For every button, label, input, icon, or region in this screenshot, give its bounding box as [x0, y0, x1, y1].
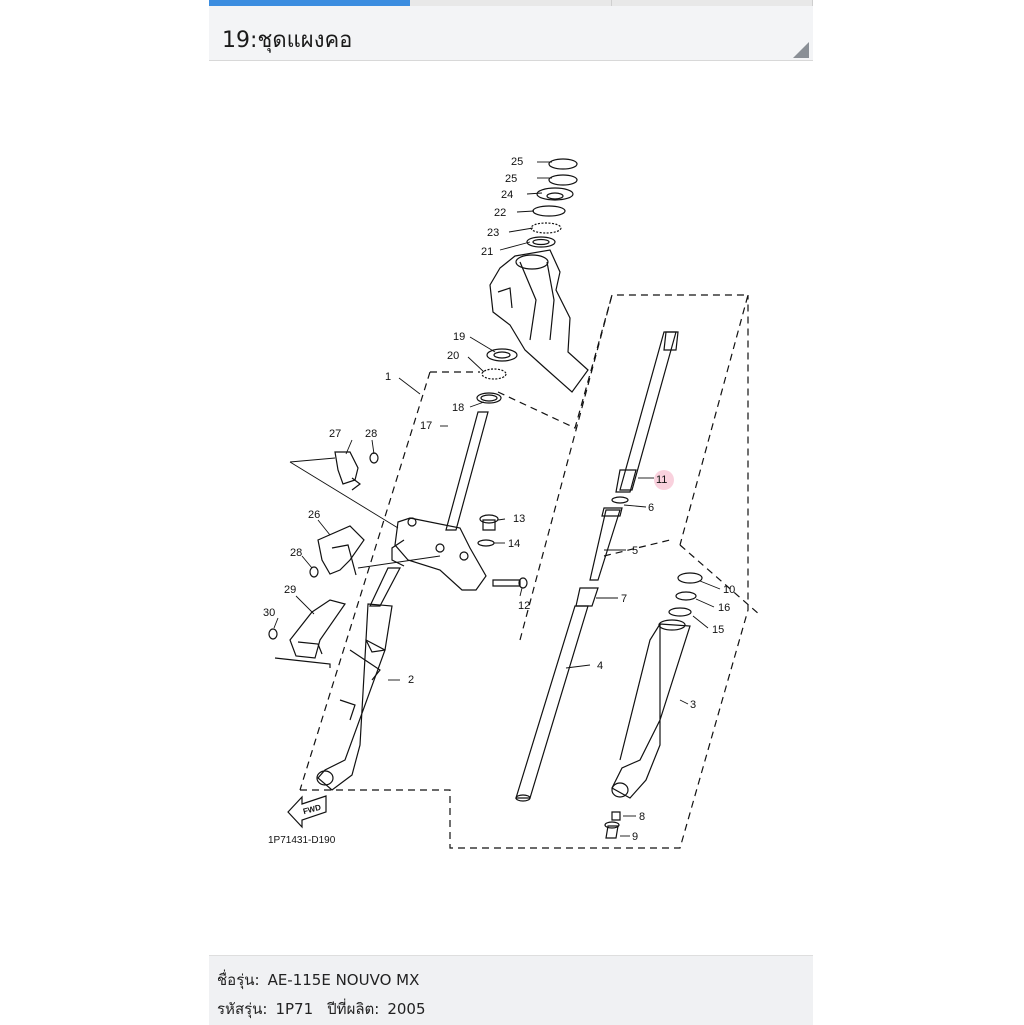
callout-labels: 1 2 3 4 5 6 7 8 9 10 11 12 13 14 15 16 1…	[263, 156, 735, 846]
highlight-marker	[654, 470, 674, 490]
fork-leg-left	[316, 567, 401, 791]
callout-11: 11	[656, 474, 667, 486]
callout-4: 4	[597, 660, 603, 672]
group-outline-upper	[299, 371, 431, 791]
callout-9: 9	[632, 831, 638, 843]
callout-26: 26	[308, 509, 320, 521]
tab-divider	[812, 0, 813, 6]
callout-23: 23	[487, 227, 499, 239]
tab-divider	[611, 0, 612, 6]
code-year-row: รหัสรุ่น: 1P71 ปีที่ผลิต: 2005	[217, 997, 426, 1021]
leader-lines	[273, 161, 721, 837]
callout-1: 1	[385, 371, 391, 383]
fork-internals	[515, 331, 679, 802]
callout-27: 27	[329, 428, 341, 440]
callout-15: 15	[712, 624, 724, 636]
tab-bar	[209, 0, 813, 6]
callout-2: 2	[408, 674, 414, 686]
callout-10: 10	[723, 584, 735, 596]
callout-30: 30	[263, 607, 275, 619]
callout-13: 13	[513, 513, 525, 525]
callout-16: 16	[718, 602, 730, 614]
callout-17: 17	[420, 420, 432, 432]
model-value: AE-115E NOUVO MX	[267, 971, 420, 989]
callout-28a: 28	[365, 428, 377, 440]
year-label: ปีที่ผลิต:	[327, 1000, 380, 1018]
callout-25b: 25	[505, 173, 517, 185]
model-label: ชื่อรุ่น:	[217, 971, 260, 989]
exploded-view-drawing: FWD 1 2 3 4 5 6 7 8 9 10 11 12 13 14 15 …	[263, 156, 761, 849]
page-title: 19:ชุดแผงคอ	[222, 28, 353, 53]
tab-active-indicator[interactable]	[209, 0, 410, 6]
steering-stem	[391, 411, 489, 591]
code-value: 1P71	[275, 1000, 314, 1018]
bearing-stack	[526, 158, 578, 248]
callout-28b: 28	[290, 547, 302, 559]
callout-22: 22	[494, 207, 506, 219]
model-row: ชื่อรุ่น: AE-115E NOUVO MX	[217, 968, 419, 992]
year-value: 2005	[387, 1000, 426, 1018]
callout-29: 29	[284, 584, 296, 596]
callout-8: 8	[639, 811, 645, 823]
fork-leg-right	[604, 572, 703, 839]
code-label: รหัสรุ่น:	[217, 1000, 268, 1018]
diagram-code: 1P71431-D190	[268, 835, 336, 846]
callout-12: 12	[518, 600, 530, 612]
callout-24: 24	[501, 189, 513, 201]
section-header[interactable]: 19:ชุดแผงคอ	[209, 6, 813, 61]
callout-18: 18	[452, 402, 464, 414]
callout-25a: 25	[511, 156, 523, 168]
frame-head-pipe	[489, 249, 589, 393]
callout-20: 20	[447, 350, 459, 362]
parts-diagram: FWD 1 2 3 4 5 6 7 8 9 10 11 12 13 14 15 …	[209, 62, 813, 950]
callout-14: 14	[508, 538, 520, 550]
callout-21: 21	[481, 246, 493, 258]
forward-arrow-icon: FWD	[287, 795, 327, 829]
model-info-panel: ชื่อรุ่น: AE-115E NOUVO MX รหัสรุ่น: 1P71 ป…	[209, 955, 813, 1025]
callout-7: 7	[621, 593, 627, 605]
callout-5: 5	[632, 545, 638, 557]
callout-19: 19	[453, 331, 465, 343]
callout-3: 3	[690, 699, 696, 711]
expand-corner-icon[interactable]	[793, 42, 809, 58]
callout-6: 6	[648, 502, 654, 514]
